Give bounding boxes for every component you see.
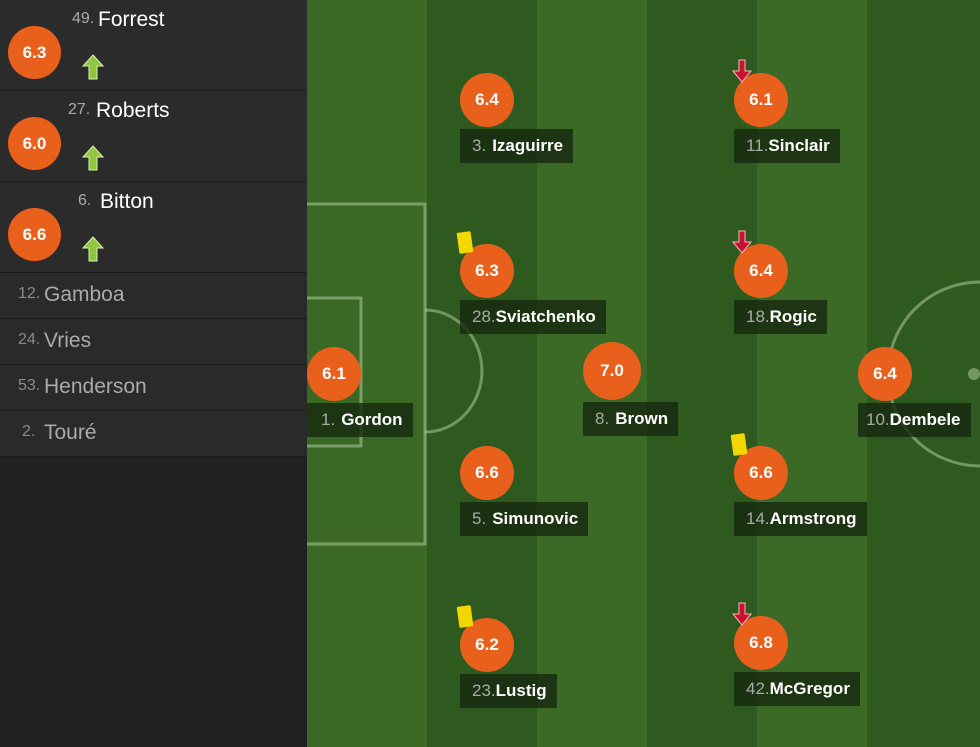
player-name: Gamboa xyxy=(44,283,125,306)
player-number: 3. xyxy=(472,136,487,155)
player-number: 42. xyxy=(746,679,770,698)
yellow-card-icon xyxy=(730,433,748,456)
rating-badge: 6.3 xyxy=(460,244,514,298)
player-name: Simunovic xyxy=(492,509,579,528)
player-name: Forrest xyxy=(98,8,165,31)
rating-badge: 6.1 xyxy=(307,347,361,401)
player-number: 5. xyxy=(472,509,487,528)
player-label: 1. Gordon xyxy=(307,403,413,437)
pitch: 6.4 3.Izaguirre 6.1 11.Sinclair 6.3 28.S… xyxy=(307,0,980,747)
player-label: 3. Izaguirre xyxy=(460,129,574,163)
player-label: 8. Brown xyxy=(583,402,679,436)
rating-badge: 6.4 xyxy=(858,347,912,401)
player-name: Dembele xyxy=(889,410,961,429)
rating-badge: 6.3 xyxy=(8,26,61,79)
rating-badge: 6.4 xyxy=(734,244,788,298)
sub-out-arrow-icon xyxy=(732,230,752,254)
player-name: Sinclair xyxy=(768,136,830,155)
sub-in-arrow-icon xyxy=(82,236,104,262)
player-label: 5. Simunovic xyxy=(460,502,589,536)
player-number: 6. xyxy=(78,192,92,209)
player-number: 12. xyxy=(18,285,41,302)
player-name: Roberts xyxy=(96,99,170,122)
player-number: 49. xyxy=(72,10,95,27)
player-name: McGregor xyxy=(769,679,850,698)
player-name: Armstrong xyxy=(769,509,857,528)
player-name: Vries xyxy=(44,329,92,352)
yellow-card-icon xyxy=(456,231,474,254)
player-label: 42.McGregor xyxy=(734,672,860,706)
sub-out-arrow-icon xyxy=(732,59,752,83)
player-number: 23. xyxy=(472,681,496,700)
sub-out-arrow-icon xyxy=(732,602,752,626)
player-name: Bitton xyxy=(100,190,154,213)
rating-badge: 6.6 xyxy=(460,446,514,500)
bench-row[interactable]: 53. Henderson xyxy=(0,365,307,411)
player-name: Brown xyxy=(615,409,669,428)
rating-badge: 6.0 xyxy=(8,117,61,170)
player-name: Henderson xyxy=(44,375,147,398)
player-label: 18.Rogic xyxy=(734,300,827,334)
rating-badge: 6.6 xyxy=(734,446,788,500)
player-label: 14.Armstrong xyxy=(734,502,867,536)
player-number: 18. xyxy=(746,307,770,326)
sub-in-arrow-icon xyxy=(82,145,104,171)
player-number: 11. xyxy=(746,136,769,155)
player-number: 27. xyxy=(68,101,91,118)
player-number: 14. xyxy=(746,509,770,528)
bench-row[interactable]: 24. Vries xyxy=(0,319,307,365)
player-number: 8. xyxy=(595,409,610,428)
bench-row[interactable]: 2. Touré xyxy=(0,411,307,457)
rating-badge: 6.8 xyxy=(734,616,788,670)
rating-badge: 7.0 xyxy=(583,342,641,400)
substitute-row[interactable]: 6.0 27. Roberts xyxy=(0,91,307,182)
rating-badge: 6.6 xyxy=(8,208,61,261)
player-name: Sviatchenko xyxy=(495,307,596,326)
player-number: 53. xyxy=(18,377,41,394)
lineup-sidebar: 6.3 49. Forrest 6.0 27. Roberts 6.6 6. B… xyxy=(0,0,307,747)
player-number: 24. xyxy=(18,331,41,348)
sub-in-arrow-icon xyxy=(82,54,104,80)
player-number: 1. xyxy=(321,410,336,429)
player-label: 10.Dembele xyxy=(858,403,971,437)
player-number: 28. xyxy=(472,307,496,326)
player-label: 23.Lustig xyxy=(460,674,557,708)
rating-badge: 6.2 xyxy=(460,618,514,672)
rating-badge: 6.1 xyxy=(734,73,788,127)
player-label: 11.Sinclair xyxy=(734,129,840,163)
pitch-stripe xyxy=(647,0,757,747)
substitute-row[interactable]: 6.6 6. Bitton xyxy=(0,182,307,273)
player-name: Izaguirre xyxy=(492,136,564,155)
player-label: 28.Sviatchenko xyxy=(460,300,606,334)
yellow-card-icon xyxy=(456,605,474,628)
player-name: Gordon xyxy=(341,410,403,429)
player-name: Lustig xyxy=(495,681,547,700)
player-name: Touré xyxy=(44,421,97,444)
player-number: 10. xyxy=(866,410,890,429)
player-number: 2. xyxy=(22,423,36,440)
player-name: Rogic xyxy=(769,307,817,326)
bench-row[interactable]: 12. Gamboa xyxy=(0,273,307,319)
rating-badge: 6.4 xyxy=(460,73,514,127)
substitute-row[interactable]: 6.3 49. Forrest xyxy=(0,0,307,91)
